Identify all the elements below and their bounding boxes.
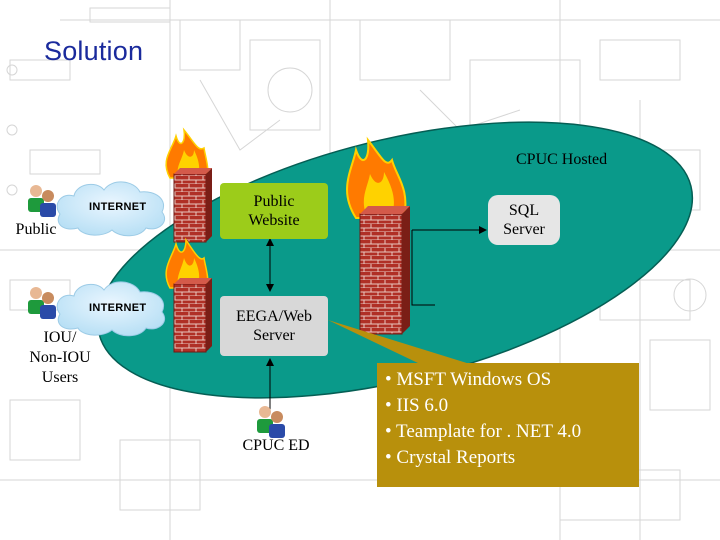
slide-title: Solution [44, 36, 144, 66]
internet-cloud-2 [56, 281, 166, 337]
callout-item-iis: • IIS 6.0 [385, 395, 449, 416]
connection-lines [269, 229, 485, 410]
sql-server-box: SQL Server [488, 195, 560, 245]
iou-users-icon [28, 287, 56, 319]
iou-users-label: IOU/ Non-IOU Users [29, 329, 91, 386]
arrow-down-eega [266, 284, 274, 292]
public-users-icon [28, 185, 56, 217]
public-website-box: Public Website [220, 183, 328, 239]
arrow-right-sql [479, 226, 487, 234]
callout-pointer [328, 320, 470, 364]
firewall-internal [346, 136, 410, 335]
callout-item-template: • Teamplate for . NET 4.0 [385, 421, 582, 442]
cpuc-hosted-label: CPUC Hosted [516, 151, 608, 168]
callout-item-os: • MSFT Windows OS [385, 369, 552, 390]
internet-cloud-2-label: INTERNET [89, 302, 147, 314]
arrowheads [266, 226, 487, 366]
firewall-iou [165, 237, 212, 353]
public-users-label: Public [15, 221, 57, 238]
eega-web-server-box: EEGA/Web Server [220, 296, 328, 356]
internet-cloud-1 [56, 181, 166, 237]
internet-cloud-1-label: INTERNET [89, 201, 147, 213]
link-firewall-sql [411, 230, 435, 306]
callout-item-reports: • Crystal Reports [385, 447, 516, 468]
arrow-up-eega-from-ed [266, 358, 274, 366]
cpuc-ed-label: CPUC ED [242, 437, 310, 454]
firewall-public [165, 127, 212, 243]
cpuc-ed-users-icon [257, 406, 285, 438]
tech-stack-callout: • MSFT Windows OS • IIS 6.0 • Teamplate … [377, 363, 639, 487]
arrow-up-public-website [266, 238, 274, 246]
